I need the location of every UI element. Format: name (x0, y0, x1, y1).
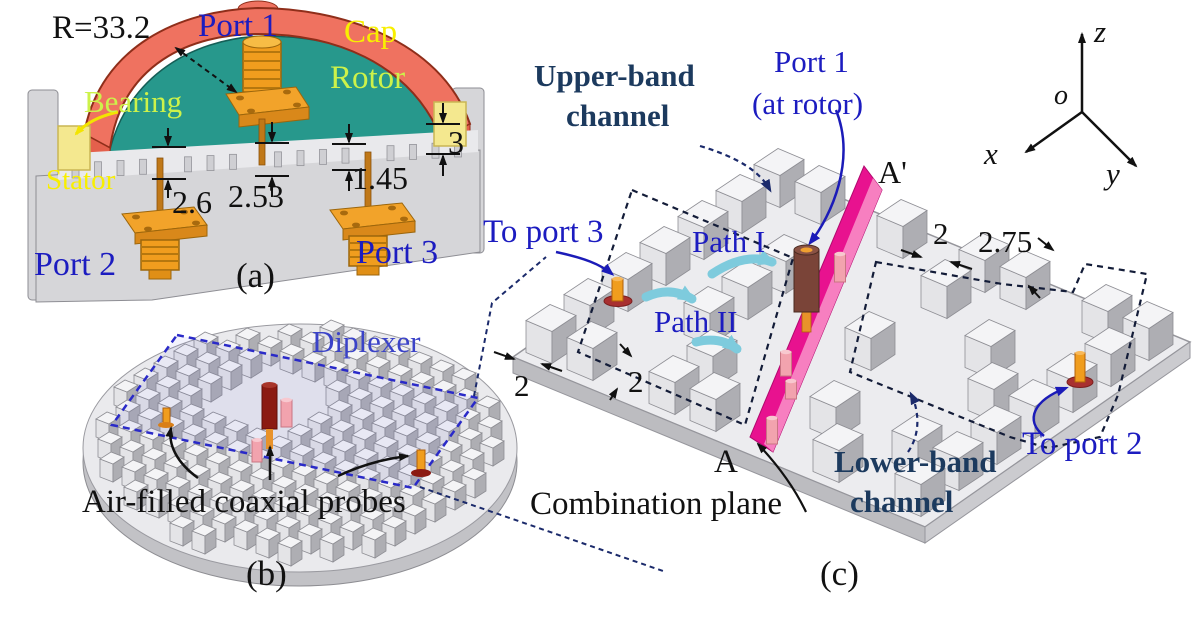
port2-label: Port 2 (34, 246, 117, 283)
port1-label-c: Port 1 (774, 44, 849, 79)
diplexer-label: Diplexer (312, 324, 421, 359)
port1-label-a: Port 1 (198, 8, 278, 44)
upper-band-outline (576, 188, 795, 427)
axes-triad (1024, 32, 1138, 168)
panel-c-artwork (493, 109, 1192, 544)
path1-label: Path I (692, 224, 766, 259)
origin-label: o (1054, 80, 1068, 111)
dim-2-top-label: 2 (933, 216, 949, 251)
path1-arrow (707, 249, 777, 279)
cap-label: Cap (344, 14, 398, 50)
zoom-connector-bottom (419, 486, 664, 572)
dim-2-left2-label: 2 (628, 364, 644, 399)
to-port2-probe (1066, 351, 1094, 388)
bearing-left (57, 125, 91, 171)
to-port3-probe (603, 276, 633, 307)
dim-2-75-label: 2.75 (978, 224, 1033, 259)
upper-band-label-1: Upper-band (534, 58, 695, 93)
combination-plane-label: Combination plane (530, 486, 783, 522)
panel-a-artwork (27, 0, 485, 303)
z-axis-label: z (1094, 14, 1107, 49)
radius-leader-arrow (174, 46, 238, 94)
caption-b: (b) (246, 554, 287, 593)
slab-front-right (924, 341, 1191, 544)
radius-label: R=33.2 (52, 10, 151, 46)
lower-band-leader-arrow (907, 391, 920, 453)
y-axis-label: y (1106, 156, 1120, 191)
coaxial-probes-label: Air-filled coaxial probes (82, 484, 406, 520)
path2-arrow-b (691, 334, 742, 354)
caption-c: (c) (820, 554, 859, 593)
x-axis-label: x (984, 136, 998, 171)
upper-band-leader-arrow (699, 144, 772, 193)
probe-leader-right (337, 453, 410, 478)
dimension-marks-a (152, 103, 460, 198)
bearing-label: Bearing (84, 84, 183, 119)
path2-label: Path II (654, 304, 738, 339)
to-port3-leader-arrow (555, 250, 615, 276)
sma-connector-port3 (329, 151, 416, 276)
port1-leader-arrow (808, 109, 845, 246)
sma-connector-port2 (121, 157, 208, 280)
plane-leader-arrow (756, 442, 807, 513)
diplexer-outline (109, 333, 481, 490)
coaxial-probes-b (158, 382, 431, 477)
port3-label: Port 3 (356, 234, 439, 271)
path2-arrow-a (641, 285, 697, 304)
to-port2-label: To port 2 (1022, 426, 1143, 462)
at-rotor-label: (at rotor) (752, 86, 864, 121)
dim-2-left1-label: 2 (514, 368, 530, 403)
dim-2-6-label: 2.6 (172, 184, 212, 220)
rotor-label: Rotor (330, 60, 406, 96)
caption-a: (a) (236, 256, 275, 295)
dimension-marks-c (493, 237, 1055, 401)
lower-band-label-1: Lower-band (834, 444, 997, 479)
a-label: A (714, 444, 738, 480)
pin-probes-on-plane (766, 251, 846, 445)
probe-leader-left (165, 426, 199, 480)
lower-band-label-2: channel (850, 484, 954, 519)
dim-2-53-label: 2.53 (228, 178, 284, 214)
to-port2-leader-arrow (1032, 386, 1069, 437)
dim-1-45-label: 1.45 (352, 160, 408, 196)
y-axis (1081, 111, 1138, 168)
stator-label: Stator (46, 164, 116, 196)
bearing-leader-arrow (74, 110, 119, 136)
to-port3-label: To port 3 (483, 214, 604, 250)
zoom-connector-top (473, 256, 547, 397)
upper-band-label-2: channel (566, 98, 670, 133)
port1-probe (793, 244, 820, 333)
dim-3-label: 3 (448, 124, 464, 160)
panel-b-artwork (82, 319, 518, 587)
x-axis (1024, 110, 1083, 154)
a-prime-label: A' (878, 154, 907, 190)
sma-connector-port1 (225, 35, 310, 166)
pin-array-b (95, 319, 505, 567)
